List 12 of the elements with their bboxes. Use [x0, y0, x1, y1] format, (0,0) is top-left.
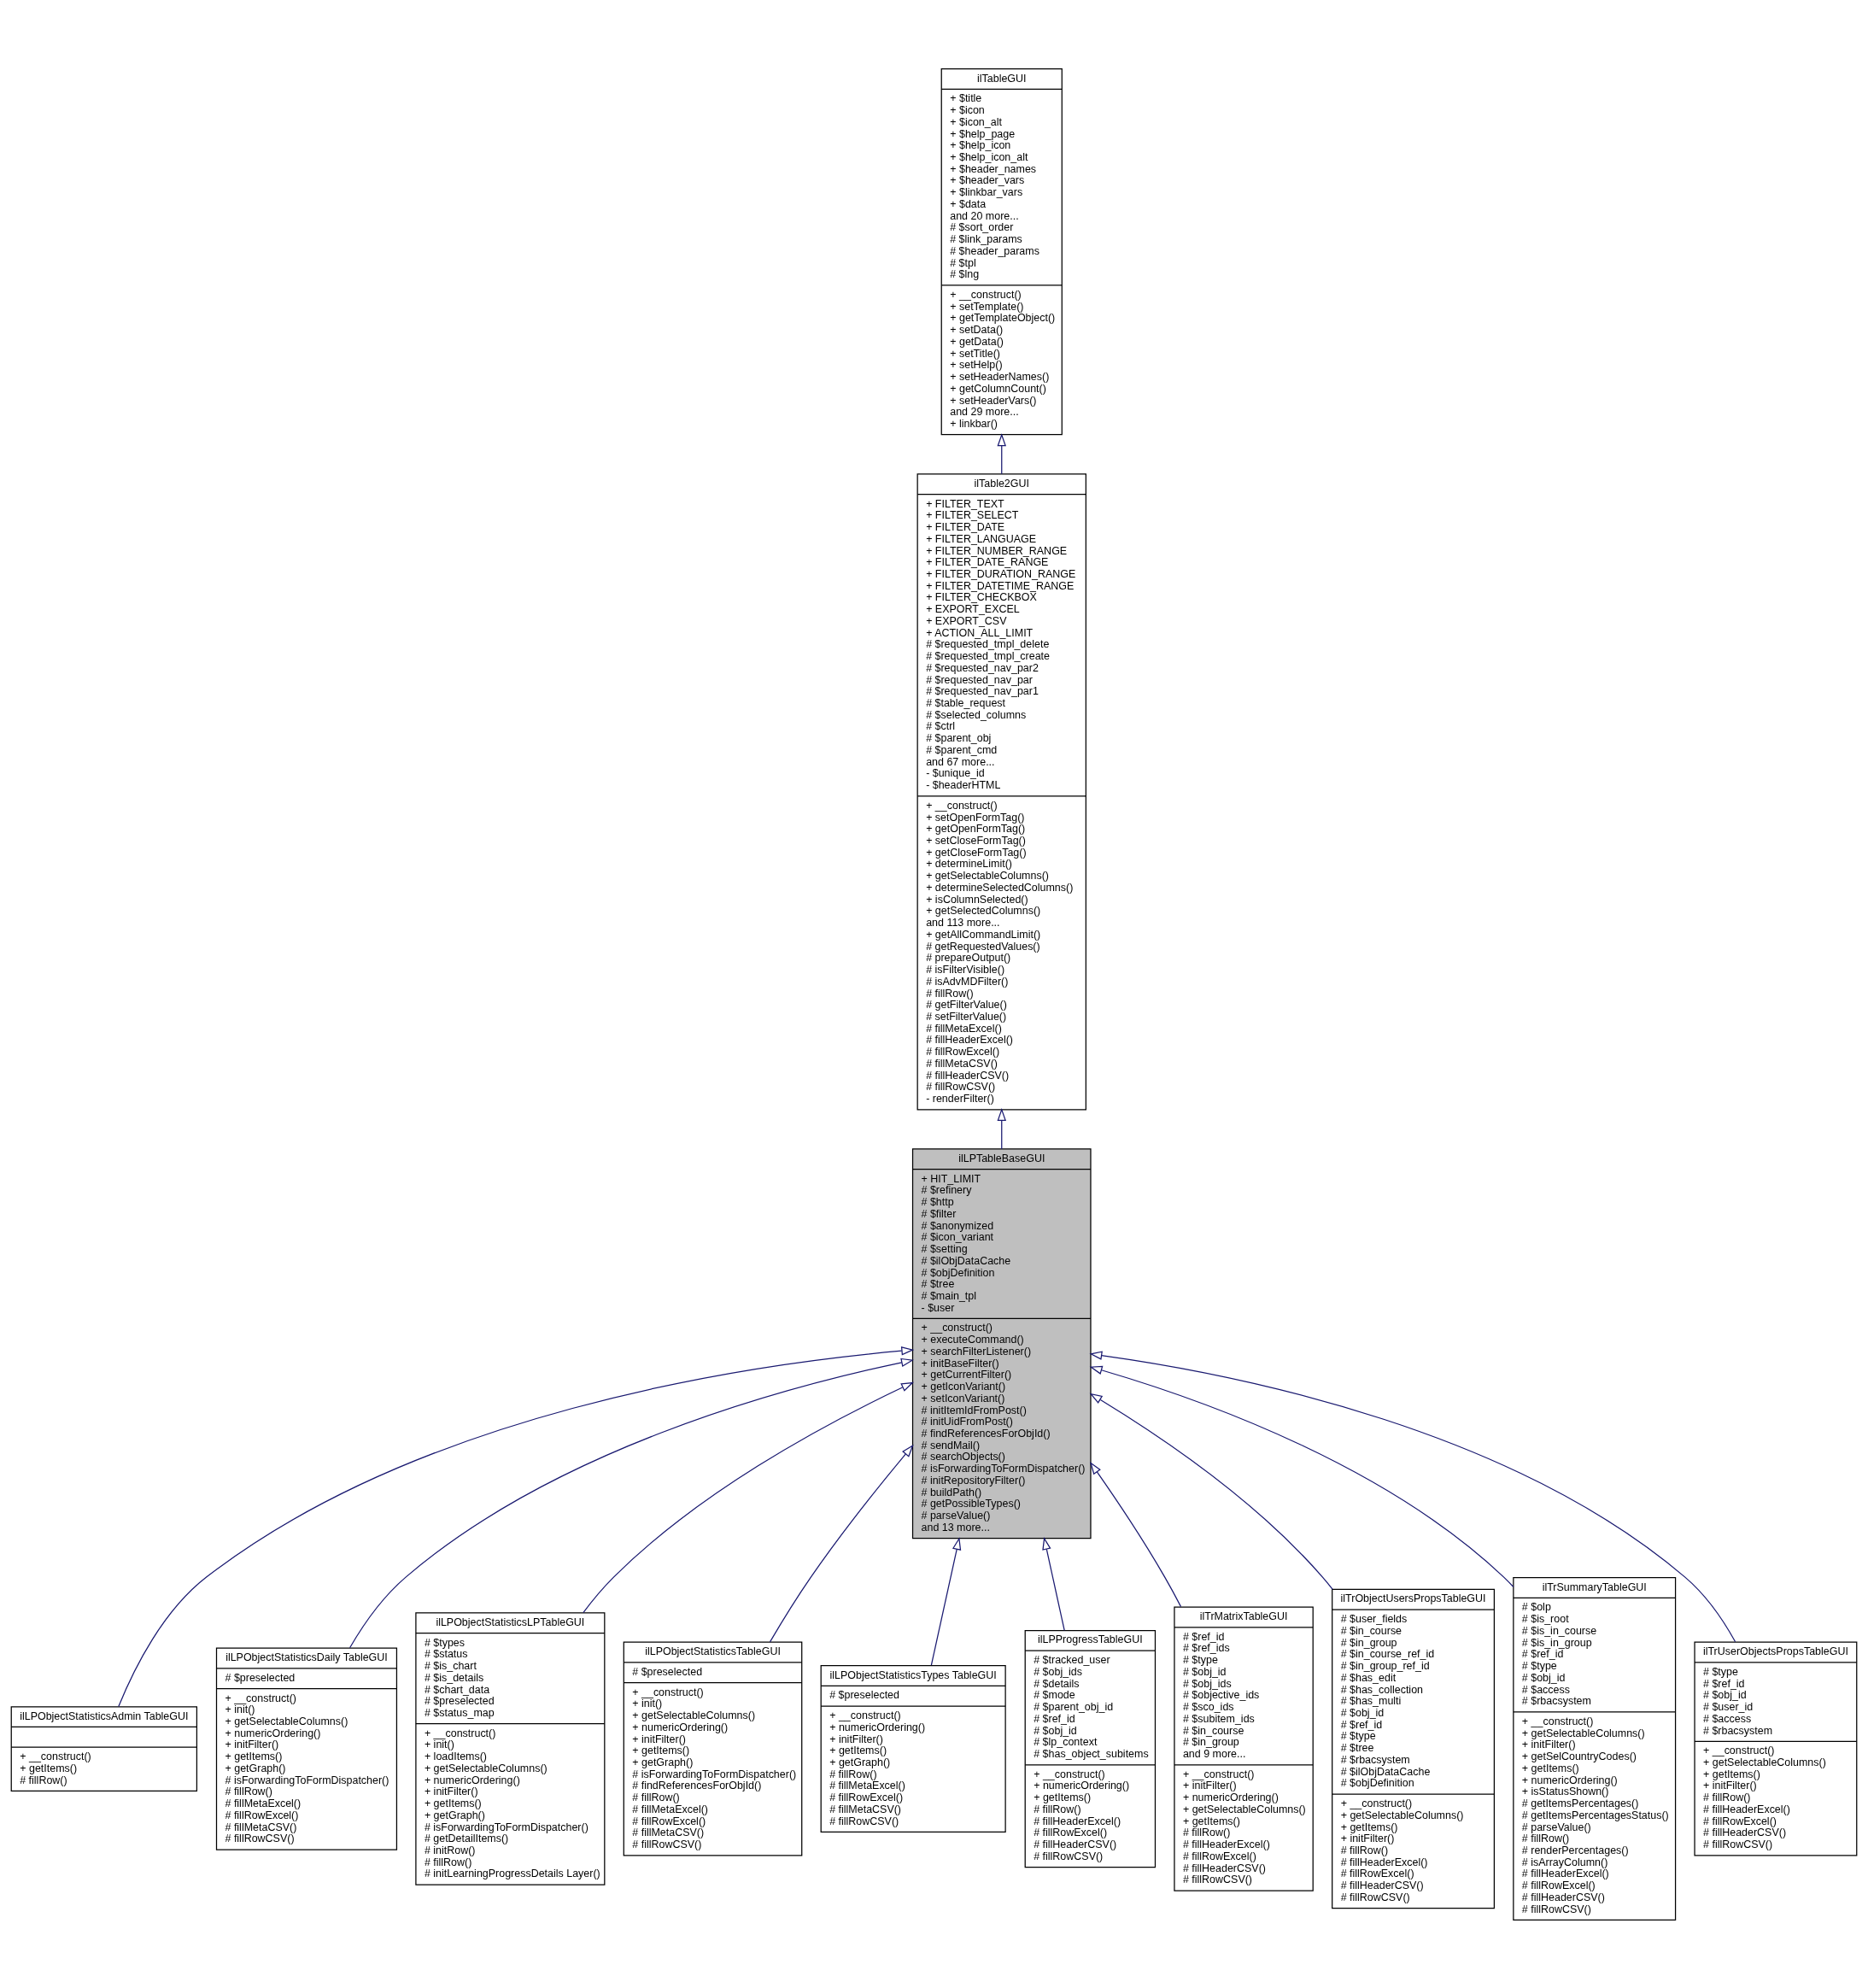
arrow — [118, 1346, 915, 1707]
arrow — [1089, 1365, 1514, 1587]
arrow — [1042, 1536, 1065, 1631]
arrow — [583, 1381, 915, 1613]
arrow — [348, 1358, 914, 1648]
arrow — [1089, 1393, 1333, 1590]
arrow — [769, 1444, 914, 1642]
arrow — [997, 432, 1006, 474]
arrow — [1089, 1350, 1736, 1642]
arrow — [997, 1107, 1006, 1149]
arrow — [1089, 1461, 1182, 1607]
arrow — [930, 1536, 962, 1666]
